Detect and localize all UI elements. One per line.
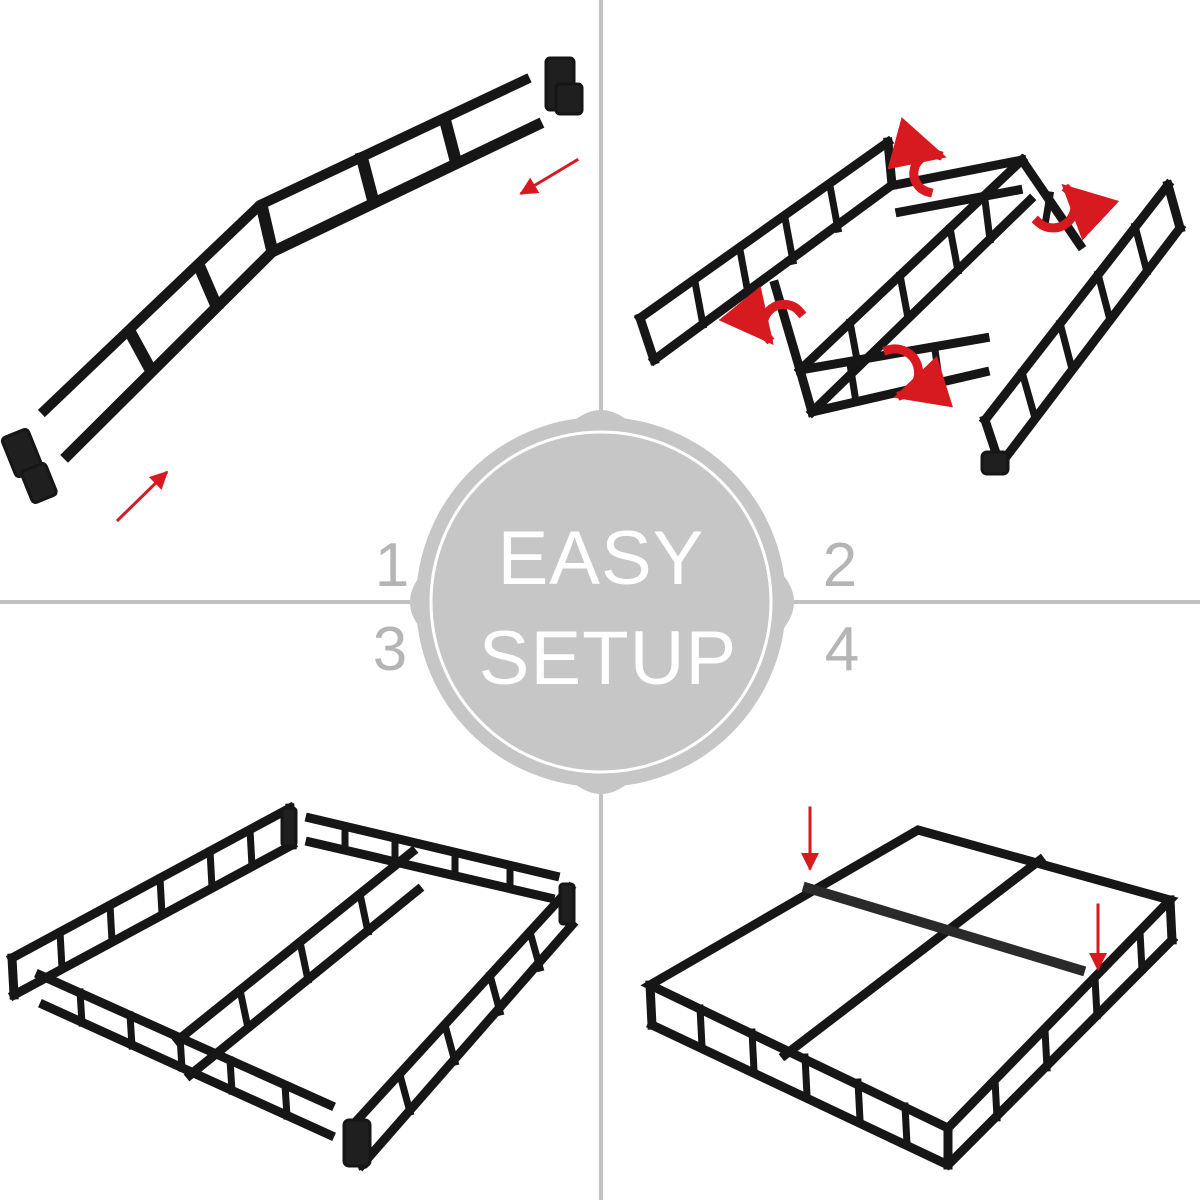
corner-caps <box>280 806 576 1168</box>
step-4-illustration <box>640 806 1179 1171</box>
red-rotate-arrow-icon <box>887 117 947 198</box>
step-2-illustration <box>633 117 1187 476</box>
red-rotate-arrow-icon <box>1031 183 1120 241</box>
end-bracket-left <box>0 427 58 504</box>
step-number-2: 2 <box>823 531 857 600</box>
left-rail-rungs <box>690 181 843 330</box>
right-rail <box>978 178 1187 472</box>
end-bracket-right <box>544 56 584 116</box>
frame-rungs <box>696 928 1146 1148</box>
step-3-illustration <box>5 801 579 1172</box>
step-number-3: 3 <box>373 615 407 684</box>
center-rail <box>778 853 1047 1062</box>
back-right-rungs <box>341 822 514 892</box>
rail-bolts <box>92 99 483 365</box>
red-rotate-arrow-icon <box>882 344 954 408</box>
center-rail <box>171 845 425 1082</box>
step-1-illustration <box>0 56 584 523</box>
red-arrow-icon <box>115 470 169 523</box>
front-rail-rungs <box>76 988 291 1120</box>
end-cap-right <box>980 450 1010 476</box>
badge-line-2: SETUP <box>479 616 737 701</box>
badge-line-1: EASY <box>498 516 705 601</box>
right-side-rail <box>343 881 579 1172</box>
center-rail-rungs <box>235 889 373 1033</box>
right-side-rungs <box>395 927 545 1117</box>
center-frame <box>769 153 1087 419</box>
back-left-rungs <box>56 826 256 972</box>
right-rail-rungs <box>1017 221 1152 423</box>
cross-bar <box>801 881 1087 977</box>
rail-rungs <box>121 112 464 374</box>
red-rotate-arrow-icon <box>718 286 807 345</box>
easy-setup-badge: EASY SETUP <box>410 410 794 794</box>
red-arrow-icon <box>519 157 580 196</box>
side-rail-bottom <box>60 117 545 463</box>
step-number-4: 4 <box>825 615 859 684</box>
step-number-1: 1 <box>375 531 409 600</box>
